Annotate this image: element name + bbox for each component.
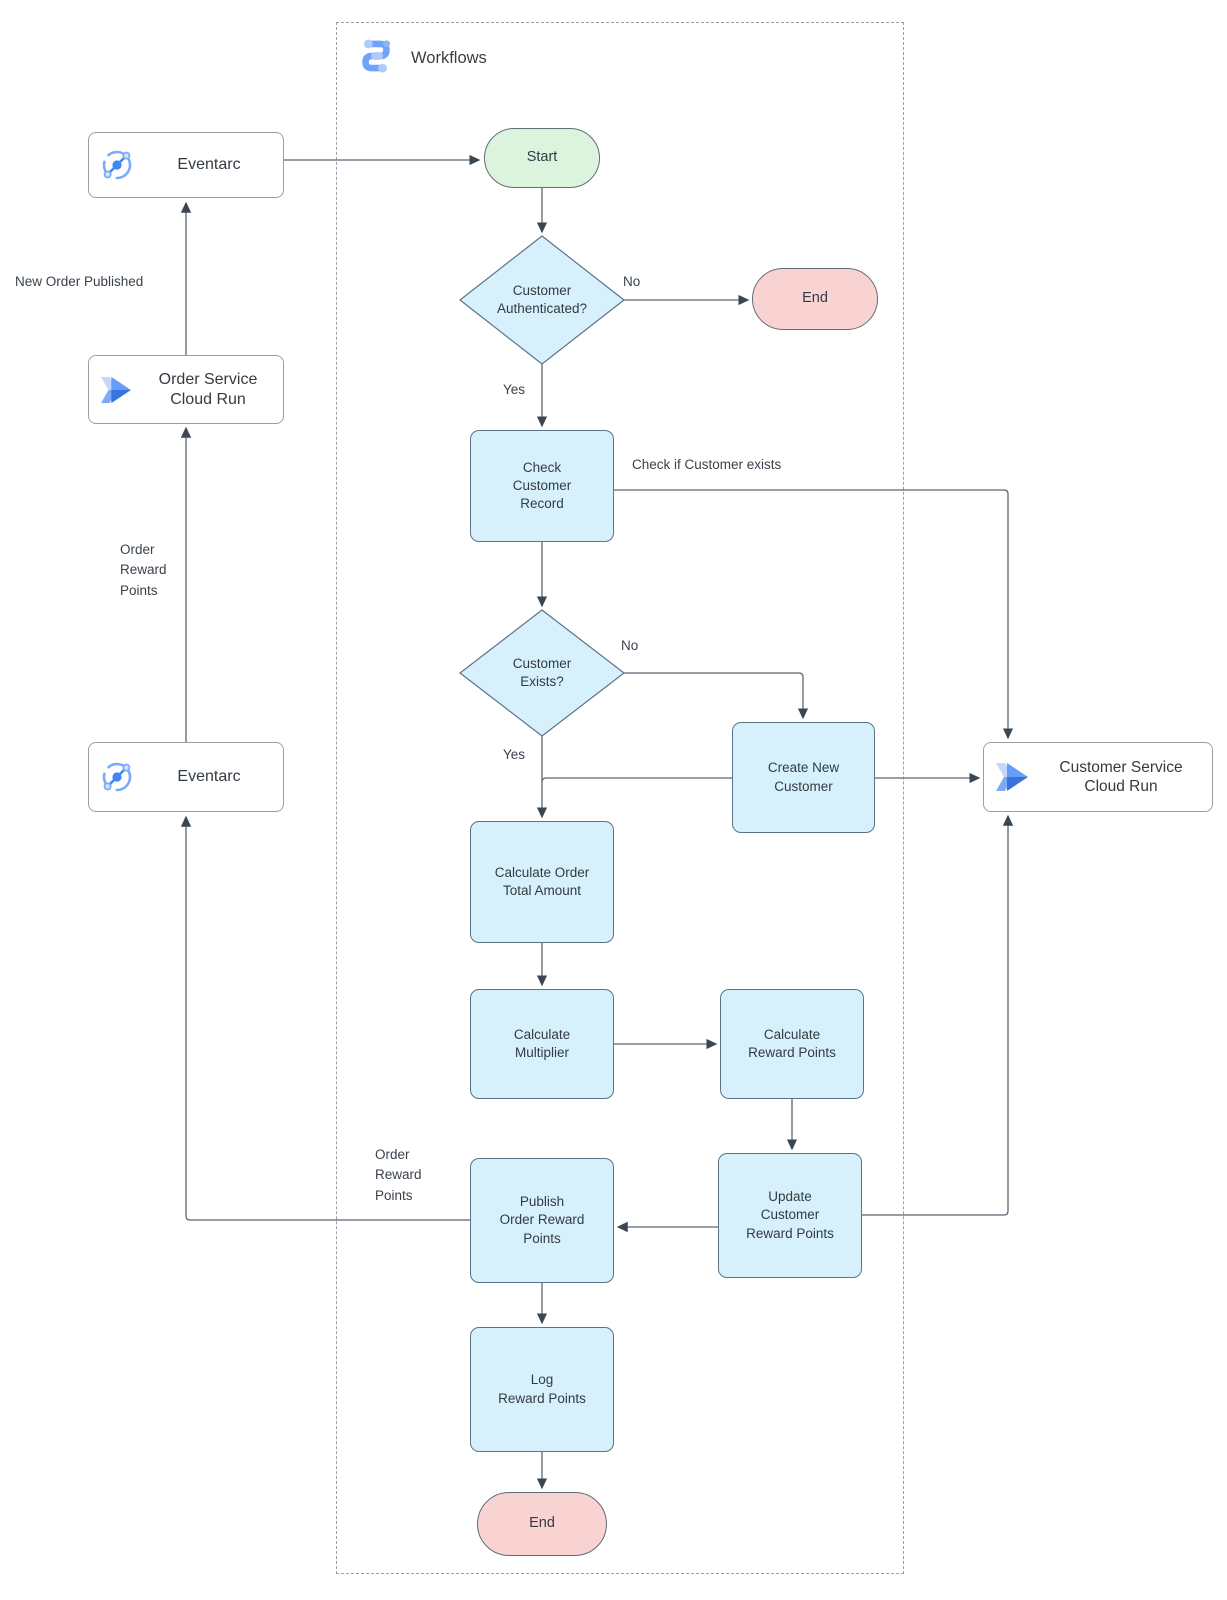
edge-label-auth-no: No: [623, 274, 641, 289]
node-order-service-cloud-run: Order Service Cloud Run: [88, 355, 284, 424]
node-label: Customer Service Cloud Run: [1059, 758, 1183, 795]
eventarc-icon: [99, 147, 135, 183]
node-customer-authenticated: Customer Authenticated?: [496, 282, 588, 316]
node-label: Order Service Cloud Run: [158, 370, 258, 408]
node-check-customer-record: Check Customer Record: [470, 430, 614, 542]
node-start: Start: [484, 128, 600, 188]
edge-label-order-reward-points-publish: Order Reward Points: [375, 1147, 422, 1203]
node-customer-exists: Customer Exists?: [512, 655, 572, 689]
node-log-reward-points: Log Reward Points: [470, 1327, 614, 1452]
node-create-new-customer: Create New Customer: [732, 722, 875, 833]
workflows-icon: [354, 34, 398, 83]
eventarc-icon: [99, 759, 135, 795]
cloud-run-icon: [99, 375, 133, 405]
node-eventarc-lower: Eventarc: [88, 742, 284, 812]
node-update-customer-reward-points: Update Customer Reward Points: [718, 1153, 862, 1278]
workflows-header: Workflows: [354, 34, 487, 83]
edge-label-check-if-customer-exists: Check if Customer exists: [632, 457, 782, 472]
node-label: Eventarc: [177, 156, 241, 173]
node-publish-order-reward-points: Publish Order Reward Points: [470, 1158, 614, 1283]
node-customer-service-cloud-run: Customer Service Cloud Run: [983, 742, 1213, 812]
workflows-title: Workflows: [411, 49, 487, 67]
edge-label-exists-yes: Yes: [503, 747, 526, 762]
edge-label-order-reward-points-left: Order Reward Points: [120, 542, 167, 598]
node-calculate-order-total: Calculate Order Total Amount: [470, 821, 614, 943]
node-label: Eventarc: [177, 768, 241, 785]
node-calculate-reward-points: Calculate Reward Points: [720, 989, 864, 1099]
edge-label-auth-yes: Yes: [503, 382, 526, 397]
node-end-top: End: [752, 268, 878, 330]
cloud-run-icon: [994, 761, 1030, 793]
edge-label-new-order-published: New Order Published: [15, 274, 144, 289]
node-eventarc-top: Eventarc: [88, 132, 284, 198]
edge-label-exists-no: No: [621, 638, 639, 653]
node-calculate-multiplier: Calculate Multiplier: [470, 989, 614, 1099]
workflows-container-border: [336, 22, 904, 1574]
node-end-bottom: End: [477, 1492, 607, 1556]
